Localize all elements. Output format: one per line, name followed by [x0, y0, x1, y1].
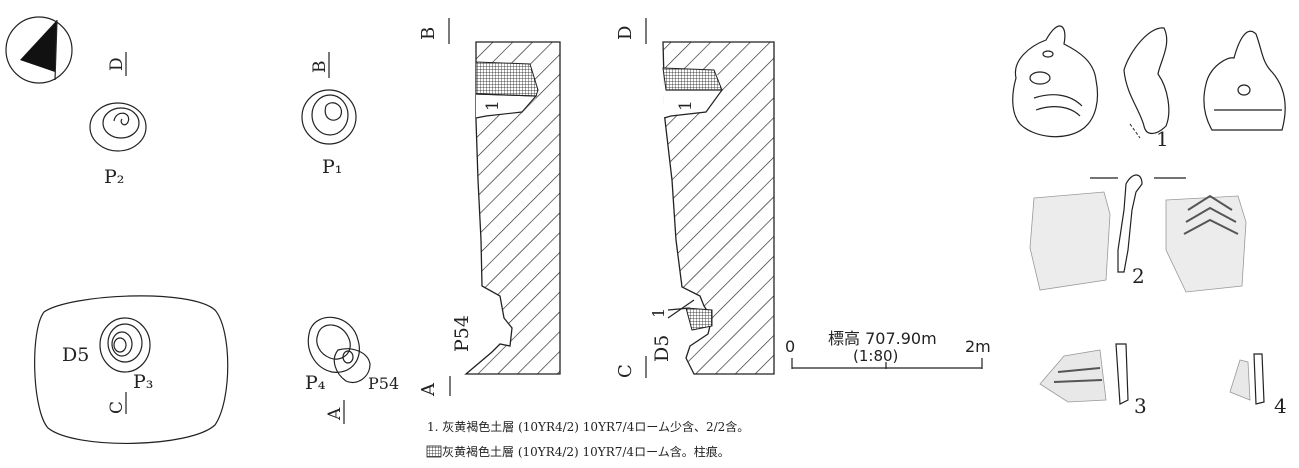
label-point-d-plan: D: [107, 57, 127, 71]
scale-bar: 標高 707.90m (1:80) 0 2m: [785, 329, 991, 369]
pit-p1-plan: [301, 89, 357, 145]
artifact-number-3: 3: [1134, 394, 1147, 418]
section-c-d: [662, 41, 775, 375]
label-p2: P₂: [104, 166, 124, 188]
artifact-3-drawing: [1039, 343, 1129, 405]
label-d5-plan: D5: [62, 344, 89, 366]
label-d5-section: D5: [651, 335, 673, 362]
label-layer-1-right: 1: [676, 100, 696, 111]
scale-start: 0: [785, 337, 795, 356]
legend-post: 灰黄褐色土層 (10YR4/2) 10YR7/4ローム含。柱痕。: [442, 444, 730, 459]
pit-p2-plan: [89, 102, 147, 152]
artifact-number-1: 1: [1156, 127, 1169, 151]
label-point-b-plan: B: [310, 61, 330, 74]
label-layer-1-right-lower: 1: [649, 308, 668, 318]
legend-layer-1: 1. 灰黄褐色土層 (10YR4/2) 10YR7/4ローム少含、2/2含。: [427, 419, 749, 434]
label-section-c: C: [615, 364, 636, 378]
pit-d5-plan: [34, 295, 229, 444]
pit-p4-plan: [307, 316, 371, 384]
artifact-2-drawing: [1029, 174, 1247, 293]
label-layer-1-left: 1: [483, 100, 503, 111]
artifact-number-4: 4: [1274, 394, 1287, 418]
label-section-a: A: [418, 382, 439, 397]
label-point-c-plan: C: [107, 401, 127, 414]
north-arrow-icon: [5, 16, 73, 84]
artifact-1-drawing: [1012, 25, 1286, 139]
label-p54-section: P54: [451, 315, 473, 352]
label-p54-plan: P54: [368, 374, 399, 393]
scale-elevation: 標高 707.90m: [828, 329, 937, 348]
artifact-4-drawing: [1229, 353, 1265, 405]
scale-ratio: (1:80): [853, 347, 898, 365]
section-a-b: [464, 41, 561, 375]
label-section-d: D: [615, 26, 636, 40]
label-p3: P₃: [133, 371, 153, 393]
label-p1: P₁: [322, 156, 342, 178]
label-p4: P₄: [305, 372, 326, 394]
artifact-number-2: 2: [1132, 264, 1145, 288]
scale-end: 2m: [965, 337, 991, 356]
label-section-b: B: [418, 27, 439, 40]
legend-post-swatch: [426, 445, 442, 458]
label-point-a-plan: A: [325, 407, 345, 421]
